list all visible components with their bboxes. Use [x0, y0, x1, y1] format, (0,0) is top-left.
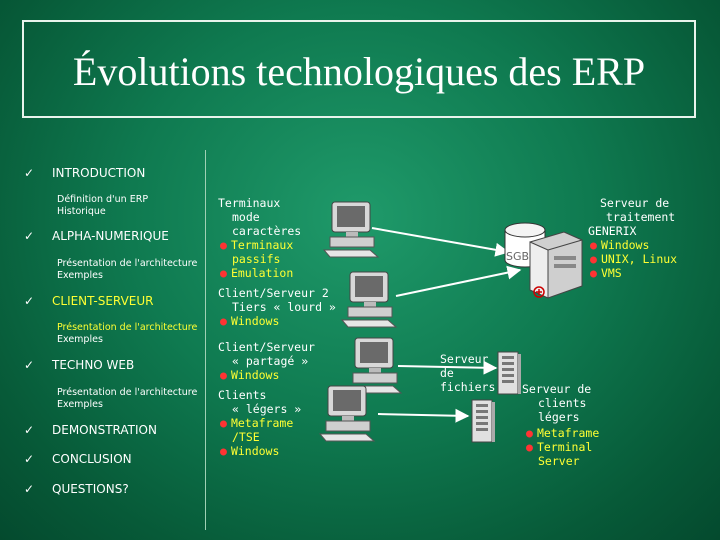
legers-bullet-cont: /TSE: [232, 430, 260, 444]
nav-item-alpha-numerique[interactable]: ✓ ALPHA-NUMERIQUE: [24, 229, 169, 243]
nav-sub-presentation[interactable]: Présentation de l'architecture: [57, 258, 198, 269]
cs2-heading: Client/Serveur 2: [218, 286, 329, 300]
bullet-text: Terminal: [536, 440, 593, 454]
fileserver-label: de: [440, 366, 454, 380]
check-icon: ✓: [24, 358, 35, 372]
bullet-icon: ●: [220, 368, 227, 382]
bullet-text: UNIX, Linux: [600, 252, 678, 266]
bullet-text: Windows: [600, 238, 650, 252]
server-bullet: ●UNIX, Linux: [590, 252, 677, 266]
sidebar: ✓ INTRODUCTION Définition d'un ERP Histor…: [0, 150, 205, 540]
computer-icon: [340, 271, 398, 328]
csp-bullet: ●Windows: [220, 368, 279, 382]
nav-item-label: CLIENT-SERVEUR: [52, 294, 154, 308]
arrow-cs2-to-server: [395, 265, 522, 297]
legers-line: « légers »: [232, 402, 302, 416]
computer-icon: [322, 201, 380, 258]
cs2-bullet: ●Windows: [220, 314, 279, 328]
bullet-icon: ●: [220, 314, 227, 328]
terminaux-line: caractères: [232, 224, 302, 238]
terminaux-bullet: ●Terminaux: [220, 238, 293, 252]
arrow-csp-to-fileserver: [397, 360, 498, 375]
check-icon: ✓: [24, 452, 35, 466]
bullet-icon: ●: [590, 238, 597, 252]
cs2-line: Tiers « lourd »: [232, 300, 336, 314]
clientserver-bullet-cont: Server: [538, 454, 580, 468]
nav-item-label: CONCLUSION: [52, 452, 132, 466]
nav-item-label: DEMONSTRATION: [52, 423, 157, 437]
nav-item-demonstration[interactable]: ✓ DEMONSTRATION: [24, 423, 157, 437]
server-icon: [529, 231, 583, 299]
terminaux-bullet-cont: passifs: [232, 252, 281, 266]
legers-bullet: ●Windows: [220, 444, 279, 458]
nav-item-label: INTRODUCTION: [52, 166, 146, 180]
server-line: GENERIX: [588, 224, 637, 238]
bullet-icon: ●: [590, 266, 597, 280]
nav-sub-historique[interactable]: Historique: [57, 206, 106, 217]
arrow-terminal-to-server: [371, 227, 510, 257]
bullet-icon: ●: [526, 440, 533, 454]
nav-item-client-serveur[interactable]: ✓ CLIENT-SERVEUR: [24, 294, 154, 308]
server-line: traitement: [606, 210, 676, 224]
check-icon: ✓: [24, 166, 35, 180]
check-icon: ✓: [24, 482, 35, 496]
terminaux-heading: Terminaux: [218, 196, 281, 210]
fileserver-label: Serveur: [440, 352, 489, 366]
computer-icon: [318, 385, 376, 442]
check-icon: ✓: [24, 423, 35, 437]
nav-item-label: TECHNO WEB: [52, 358, 135, 372]
nav-sub-exemples[interactable]: Exemples: [57, 399, 103, 410]
file-server-icon: [497, 351, 521, 395]
sidebar-divider: [205, 150, 206, 530]
bullet-text: Windows: [230, 368, 280, 382]
bullet-icon: ●: [526, 426, 533, 440]
check-icon: ✓: [24, 229, 35, 243]
clientserver-bullet: ●Metaframe: [526, 426, 599, 440]
server-bullet: ●VMS: [590, 266, 622, 280]
clientserver-line: légers: [538, 410, 580, 424]
bullet-text: Windows: [230, 444, 280, 458]
nav-item-questions[interactable]: ✓ QUESTIONS?: [24, 482, 129, 496]
nav-item-label: QUESTIONS?: [52, 482, 129, 496]
nav-item-label: ALPHA-NUMERIQUE: [52, 229, 169, 243]
csp-line: « partagé »: [232, 354, 309, 368]
csp-heading: Client/Serveur: [218, 340, 315, 354]
bullet-icon: ●: [220, 416, 227, 430]
legers-bullet: ●Metaframe: [220, 416, 293, 430]
server-bullet: ●Windows: [590, 238, 649, 252]
nav-sub-presentation[interactable]: Présentation de l'architecture: [57, 322, 198, 333]
clientserver-line: clients: [538, 396, 587, 410]
bullet-text: Metaframe: [230, 416, 294, 430]
fileserver-label: fichiers: [440, 380, 496, 394]
legers-heading: Clients: [218, 388, 267, 402]
bullet-text: Metaframe: [536, 426, 600, 440]
light-client-server-icon: [471, 399, 495, 443]
bullet-icon: ●: [220, 238, 227, 252]
nav-item-techno-web[interactable]: ✓ TECHNO WEB: [24, 358, 134, 372]
bullet-text: Windows: [230, 314, 280, 328]
clientserver-heading: Serveur de: [522, 382, 592, 396]
nav-item-introduction[interactable]: ✓ INTRODUCTION: [24, 166, 145, 180]
nav-item-conclusion[interactable]: ✓ CONCLUSION: [24, 452, 132, 466]
nav-sub-exemples[interactable]: Exemples: [57, 270, 103, 281]
nav-sub-definition[interactable]: Définition d'un ERP: [57, 194, 149, 205]
slide-title: Évolutions technologiques des ERP: [72, 49, 646, 94]
bullet-icon: ●: [220, 444, 227, 458]
bullet-text: Terminaux: [230, 238, 294, 252]
nav-sub-presentation[interactable]: Présentation de l'architecture: [57, 387, 198, 398]
clientserver-bullet: ●Terminal: [526, 440, 592, 454]
bullet-text: Emulation: [230, 266, 294, 280]
bullet-icon: ●: [220, 266, 227, 280]
bullet-icon: ●: [590, 252, 597, 266]
nav-sub-exemples[interactable]: Exemples: [57, 334, 103, 345]
server-heading: Serveur de: [600, 196, 670, 210]
terminaux-bullet: ●Emulation: [220, 266, 293, 280]
title-frame: Évolutions technologiques des ERP: [22, 20, 696, 118]
check-icon: ✓: [24, 294, 35, 308]
arrow-light-to-clientserver: [377, 408, 470, 423]
terminaux-line: mode: [232, 210, 260, 224]
bullet-text: VMS: [600, 266, 622, 280]
